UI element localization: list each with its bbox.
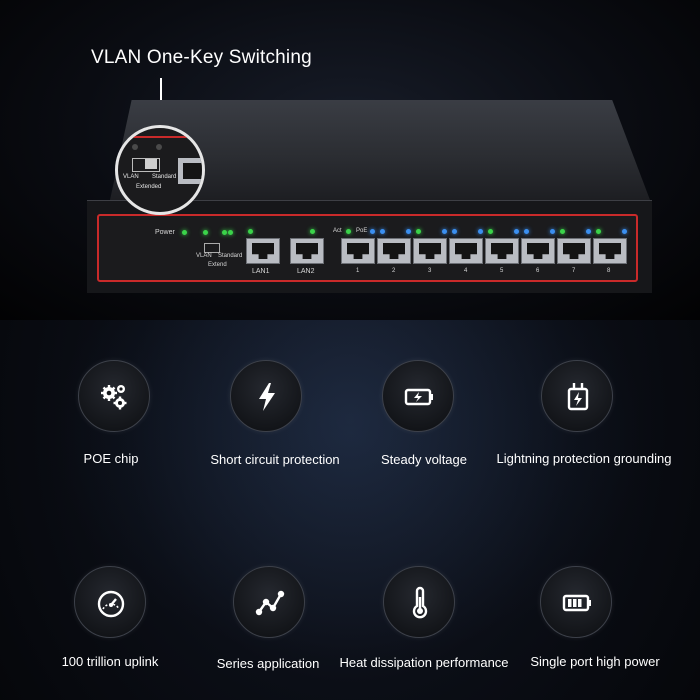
port-poe-led <box>550 229 555 234</box>
feature-circle <box>233 566 305 638</box>
rj45-port <box>593 238 627 264</box>
thermometer-icon <box>412 586 428 619</box>
feature-label: Single port high power <box>530 654 660 669</box>
feature-label: Steady voltage <box>380 452 468 467</box>
feature-circle <box>541 360 613 432</box>
rj45-port <box>413 238 447 264</box>
connected-nodes-icon <box>255 590 285 616</box>
lightning-bolt-icon <box>259 383 275 411</box>
headline: VLAN One-Key Switching <box>91 47 312 68</box>
poe-label: PoE <box>356 228 368 234</box>
zoom-led <box>132 144 138 150</box>
zoom-switch-frame <box>132 158 160 172</box>
zoom-led <box>156 144 162 150</box>
standard-led <box>222 230 227 235</box>
lan2-label: LAN2 <box>297 268 315 275</box>
feature-label: POE chip <box>83 451 139 466</box>
port-act-led <box>524 229 529 234</box>
feature-circle <box>74 566 146 638</box>
port-number: 5 <box>500 268 504 274</box>
port-poe-led <box>406 229 411 234</box>
zoom-switch-knob <box>145 159 157 169</box>
lan1-port <box>246 238 280 264</box>
speedometer-icon <box>97 590 125 618</box>
port-number: 3 <box>428 268 432 274</box>
port-poe-led <box>586 229 591 234</box>
feature-circle <box>540 566 612 638</box>
vlan-led <box>203 230 208 235</box>
vlan-mode-switch[interactable] <box>204 243 220 253</box>
port-poe-led <box>442 229 447 234</box>
port-act-led <box>452 229 457 234</box>
switch-label-standard: Standard <box>218 253 243 259</box>
port-number: 2 <box>392 268 396 274</box>
zoom-label-standard: Standard <box>152 174 177 180</box>
port-number: 6 <box>536 268 540 274</box>
rj45-port <box>521 238 555 264</box>
port-act-led <box>488 229 493 234</box>
battery-full-icon <box>562 594 591 612</box>
rj45-port <box>377 238 411 264</box>
switch-label-extend: Extend <box>208 262 227 268</box>
port-act-led <box>596 229 601 234</box>
port-poe-led <box>478 229 483 234</box>
port-number: 1 <box>356 268 360 274</box>
zoom-port <box>178 158 202 184</box>
act-label: Act <box>333 228 342 234</box>
rj45-port <box>449 238 483 264</box>
feature-label: Series application <box>216 656 320 671</box>
port-act-led <box>560 229 565 234</box>
port-number: 7 <box>572 268 576 274</box>
rj45-port <box>557 238 591 264</box>
feature-label: 100 trillion uplink <box>61 654 159 669</box>
port-number: 8 <box>607 268 611 274</box>
battery-charging-icon <box>404 388 433 406</box>
port-act-led <box>380 229 385 234</box>
feature-circle <box>78 360 150 432</box>
port-act-led <box>416 229 421 234</box>
lan1-led <box>248 229 253 234</box>
port-poe-led <box>370 229 375 234</box>
plug-lightning-icon <box>567 383 589 411</box>
power-label: Power <box>155 229 175 236</box>
extend-led <box>228 230 233 235</box>
lan2-led <box>310 229 315 234</box>
rj45-port <box>485 238 519 264</box>
feature-circle <box>382 360 454 432</box>
zoom-label-extended: Extended <box>136 184 162 190</box>
feature-circle <box>230 360 302 432</box>
feature-label: Heat dissipation performance <box>339 655 509 670</box>
feature-label: Short circuit protection <box>210 452 340 467</box>
gears-icon <box>101 385 127 410</box>
rj45-port <box>341 238 375 264</box>
port-poe-led <box>622 229 627 234</box>
lan2-port <box>290 238 324 264</box>
zoom-label-vlan: VLAN <box>123 174 139 180</box>
port-act-led <box>346 229 351 234</box>
power-led <box>182 230 187 235</box>
feature-circle <box>383 566 455 638</box>
feature-label: Lightning protection grounding <box>496 451 672 466</box>
port-poe-led <box>514 229 519 234</box>
zoom-red-trim <box>118 136 202 138</box>
vlan-switch-zoom-detail: VLAN Standard Extended <box>115 125 205 215</box>
port-number: 4 <box>464 268 468 274</box>
switch-label-vlan: VLAN <box>196 253 212 259</box>
lan1-label: LAN1 <box>252 268 270 275</box>
